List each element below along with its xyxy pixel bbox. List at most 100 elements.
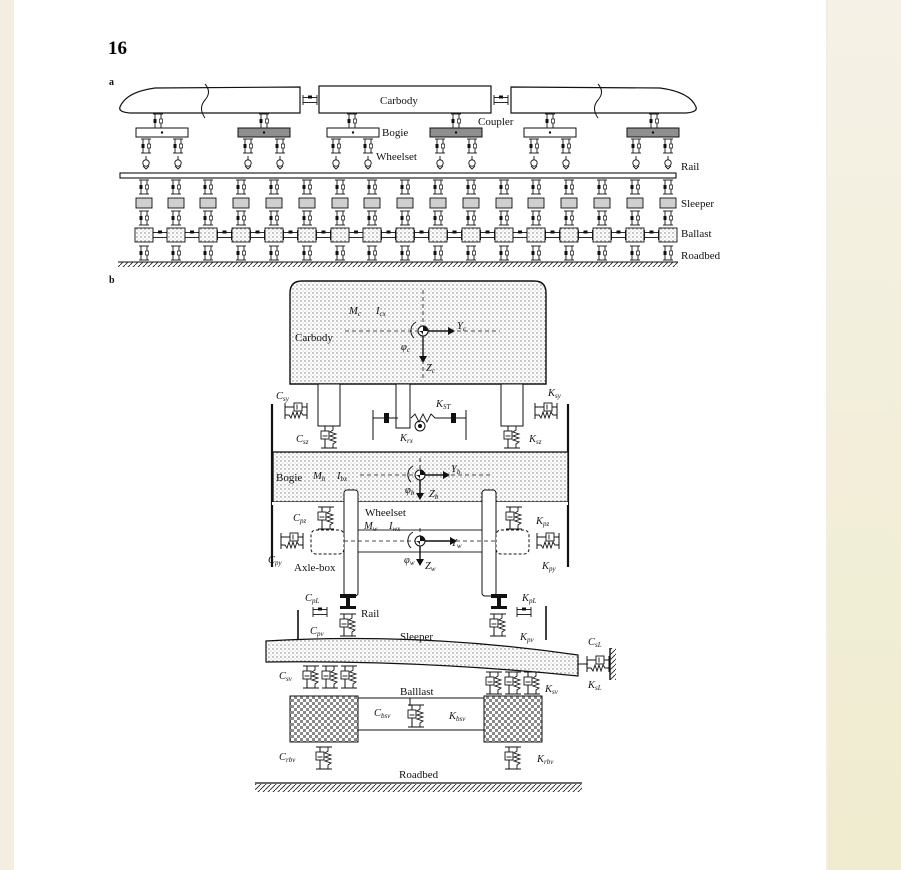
ballast-shear-link xyxy=(217,229,232,241)
sleeper-block xyxy=(135,197,153,209)
sleeper-block xyxy=(659,197,677,209)
svg-text:Mw: Mw xyxy=(363,521,378,533)
bogie-b: Bogie xyxy=(272,451,569,503)
ballast-roadbed-link xyxy=(662,245,674,261)
primary-suspension xyxy=(140,138,152,154)
ballast-shear-link xyxy=(283,229,298,241)
label-b-bogie: Bogie xyxy=(276,472,302,484)
label-b-rail: Rail xyxy=(361,608,379,620)
ballast-roadbed-link xyxy=(268,245,280,261)
svg-text:Krx: Krx xyxy=(399,433,414,445)
rail-pad xyxy=(498,179,510,195)
secondary-suspension xyxy=(544,113,556,129)
sleeper-ballast-link xyxy=(629,210,641,226)
svg-text:Zw: Zw xyxy=(425,561,436,573)
sleeper-ballast-link xyxy=(334,210,346,226)
sleeper-ballast-link xyxy=(366,210,378,226)
ballast-block xyxy=(428,227,448,243)
break-mark-right xyxy=(594,83,602,119)
primary-suspension xyxy=(242,138,254,154)
roadbed-hatch-a xyxy=(118,262,678,267)
ballast-block xyxy=(297,227,317,243)
svg-text:Kpy: Kpy xyxy=(541,561,557,573)
rail-pad xyxy=(366,179,378,195)
ballast-shear-link xyxy=(348,229,364,241)
svg-text:Zb: Zb xyxy=(429,489,439,501)
rail-pad xyxy=(170,179,182,195)
svg-text:KpL: KpL xyxy=(521,593,537,605)
bogies-a xyxy=(135,127,680,138)
rail-pad xyxy=(465,179,477,195)
svg-text:CpL: CpL xyxy=(305,593,320,605)
secondary-suspension xyxy=(450,113,462,129)
sleeper-ballast-link xyxy=(301,210,313,226)
ballast-shear-link xyxy=(316,229,331,241)
primary-suspension xyxy=(330,138,342,154)
sleeper-block xyxy=(495,197,513,209)
ballast-block xyxy=(395,227,415,243)
label-a-ballast: Ballast xyxy=(681,228,712,240)
primary-suspension xyxy=(662,138,674,154)
panel-a-train: Carbody Coupler Bogie Wheelset xyxy=(119,83,697,163)
ballast-roadbed-link xyxy=(530,245,542,261)
sleeper-ballast-link xyxy=(662,210,674,226)
primary-suspension xyxy=(362,138,374,154)
rail-pad xyxy=(596,179,608,195)
break-mark-left xyxy=(201,83,209,119)
ballast-block xyxy=(494,227,514,243)
rail-pad xyxy=(399,179,411,195)
ballast-shear-link xyxy=(644,229,659,241)
wheel-icon xyxy=(142,155,150,170)
ballast-block xyxy=(166,227,186,243)
wheel-icon xyxy=(436,155,444,170)
primary-suspension xyxy=(560,138,572,154)
ballast-roadbed-link xyxy=(170,245,182,261)
ballast-roadbed-link xyxy=(498,245,510,261)
sleeper-block xyxy=(527,197,545,209)
svg-text:Ksv: Ksv xyxy=(544,684,559,696)
wheel-icon xyxy=(632,155,640,170)
ballast-shear-link xyxy=(250,229,265,241)
label-a-carbody: Carbody xyxy=(380,95,418,107)
rail-pad xyxy=(138,179,150,195)
sleeper-block xyxy=(331,197,349,209)
sleeper-block xyxy=(429,197,447,209)
sleeper-ballast-link xyxy=(399,210,411,226)
wheel-icon xyxy=(468,155,476,170)
primary-suspension xyxy=(528,138,540,154)
sleeper-block xyxy=(298,197,316,209)
svg-text:φw: φw xyxy=(404,555,415,567)
ballast-shear-link xyxy=(611,229,626,241)
label-a-sleeper: Sleeper xyxy=(681,198,714,210)
svg-text:Ksz: Ksz xyxy=(528,434,542,446)
ballast-block xyxy=(362,227,382,243)
ballast-shear-link xyxy=(414,229,429,241)
sleeper-ballast-link xyxy=(202,210,214,226)
sleeper-block xyxy=(232,197,250,209)
rail-pad xyxy=(530,179,542,195)
sleeper-ballast-link xyxy=(432,210,444,226)
ballast-block xyxy=(526,227,546,243)
roadbed-b: Roadbed xyxy=(255,769,582,792)
svg-text:Zc: Zc xyxy=(426,363,436,375)
label-b-sleeper: Sleeper xyxy=(400,631,433,643)
panel-a-letter: a xyxy=(109,77,114,88)
svg-text:Crbv: Crbv xyxy=(279,752,296,764)
primary-suspension xyxy=(630,138,642,154)
label-b-axle-box: Axle-box xyxy=(294,562,336,574)
rail-pad xyxy=(235,179,247,195)
sleeper-ballast-link xyxy=(465,210,477,226)
sleeper-ballast-link xyxy=(530,210,542,226)
svg-text:Cpy: Cpy xyxy=(268,555,283,567)
rail-pad xyxy=(301,179,313,195)
figure-number: 16 xyxy=(108,38,127,59)
svg-text:Csv: Csv xyxy=(279,671,293,683)
svg-text:φc: φc xyxy=(401,342,411,354)
rail-pad xyxy=(563,179,575,195)
sleeper-block xyxy=(199,197,217,209)
ballast-block xyxy=(658,227,678,243)
track-model-a xyxy=(134,179,678,261)
svg-text:Kpz: Kpz xyxy=(535,516,550,528)
sleeper-block xyxy=(363,197,381,209)
